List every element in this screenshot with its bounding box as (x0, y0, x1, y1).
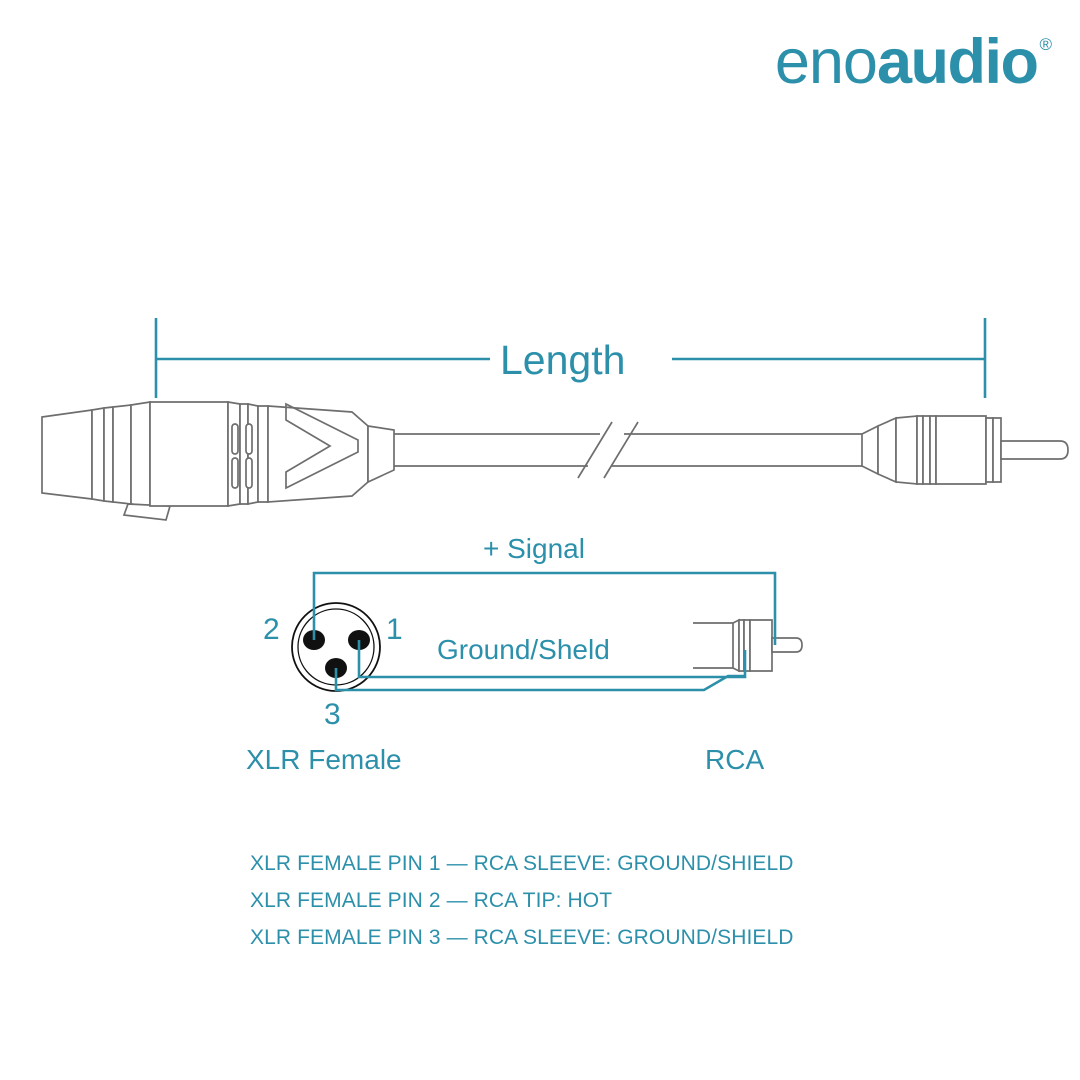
rca-plug-symbol (693, 618, 803, 673)
pin-2-number-label: 2 (263, 613, 280, 646)
ground-shield-label: Ground/Sheld (437, 634, 610, 665)
pinout-legend: XLR FEMALE PIN 1 — RCA SLEEVE: GROUND/SH… (250, 845, 794, 956)
cable-body (394, 433, 862, 467)
pinout-line-2: XLR FEMALE PIN 2 — RCA TIP: HOT (250, 889, 613, 912)
cable-break-marker (577, 421, 639, 479)
registered-trademark-icon: ® (1039, 35, 1052, 54)
wire-ground-pin3 (334, 668, 745, 692)
rca-connector-illustration (861, 415, 1069, 485)
length-dimension-label: Length (500, 337, 626, 383)
pinout-line-3: XLR FEMALE PIN 3 — RCA SLEEVE: GROUND/SH… (250, 926, 794, 949)
pin-3-number-label: 3 (324, 698, 341, 731)
plus-signal-label: + Signal (483, 533, 585, 564)
pin-1-number-label: 1 (386, 613, 403, 646)
pinout-line-1: XLR FEMALE PIN 1 — RCA SLEEVE: GROUND/SH… (250, 852, 794, 875)
logo-light-text: eno (774, 27, 878, 97)
xlr-female-connector-illustration (41, 400, 395, 521)
wire-ground-pin1 (357, 640, 747, 679)
rca-connector-label: RCA (705, 744, 765, 775)
wire-plus-signal (312, 571, 777, 645)
logo-bold-text: audio (876, 27, 1039, 97)
xlr-female-connector-label: XLR Female (246, 744, 402, 775)
wiring-schematic (291, 571, 803, 692)
length-dimension-line (154, 318, 987, 398)
